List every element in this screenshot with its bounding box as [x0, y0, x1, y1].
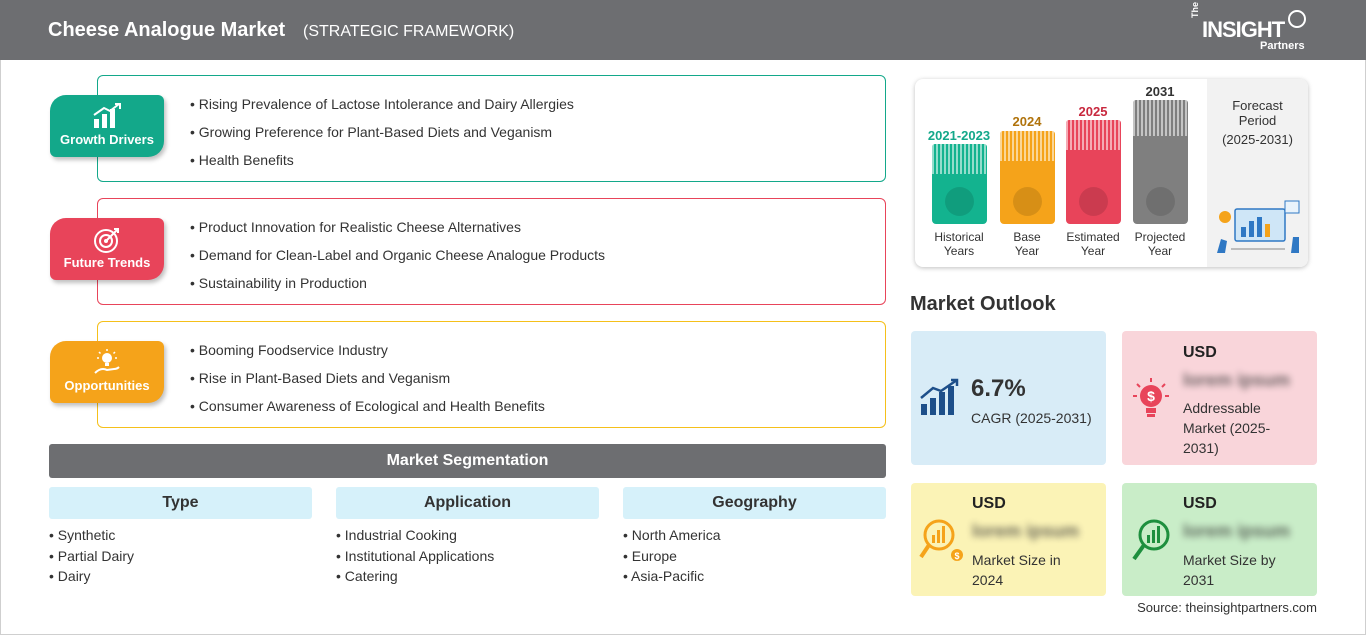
segment-geography-heading: Geography [623, 487, 886, 519]
svg-text:$: $ [954, 551, 959, 561]
market-segmentation-header: Market Segmentation [49, 444, 886, 478]
logo-ring-icon [1288, 10, 1306, 28]
magnifier-growth-icon [1132, 519, 1170, 561]
size2031-usd: USD [1183, 495, 1217, 512]
list-item: Dairy [49, 566, 312, 587]
projected-year-bar [1133, 100, 1188, 224]
size2031-value: lorem ipsum [1183, 521, 1291, 541]
magnifier-chart-icon: $ [919, 519, 963, 561]
list-item: North America [623, 525, 886, 546]
list-item: Industrial Cooking [336, 525, 599, 546]
segment-geography-column: Geography North America Europe Asia-Paci… [623, 487, 886, 587]
source-credit: Source: theinsightpartners.com [1137, 600, 1317, 615]
page-subtitle: (STRATEGIC FRAMEWORK) [303, 23, 515, 40]
future-trends-panel: Product Innovation for Realistic Cheese … [97, 198, 886, 305]
opportunities-label: Opportunities [64, 378, 150, 393]
segment-application-column: Application Industrial Cooking Instituti… [336, 487, 599, 587]
segment-geography-list: North America Europe Asia-Pacific [623, 525, 886, 587]
target-icon [94, 228, 119, 253]
history-icon [945, 187, 974, 216]
list-item: Demand for Clean-Label and Organic Chees… [190, 245, 605, 273]
list-item: Consumer Awareness of Ecological and Hea… [190, 396, 545, 424]
list-item: Product Innovation for Realistic Cheese … [190, 217, 605, 245]
list-item: Health Benefits [190, 150, 574, 178]
segment-type-list: Synthetic Partial Dairy Dairy [49, 525, 312, 587]
gears-icon [1079, 187, 1108, 216]
segment-application-list: Industrial Cooking Institutional Applica… [336, 525, 599, 587]
list-item: Rising Prevalence of Lactose Intolerance… [190, 94, 574, 122]
list-item: Rise in Plant-Based Diets and Veganism [190, 368, 545, 396]
list-item: Partial Dairy [49, 546, 312, 567]
growth-drivers-panel: Rising Prevalence of Lactose Intolerance… [97, 75, 886, 182]
list-item: Sustainability in Production [190, 273, 605, 301]
estimated-year-label: 2025 [1078, 104, 1108, 119]
future-trends-list: Product Innovation for Realistic Cheese … [190, 217, 605, 301]
logo-the-text: The [1190, 1, 1200, 18]
historical-years-bar [932, 144, 987, 224]
header-bar: Cheese Analogue Market (STRATEGIC FRAMEW… [0, 0, 1366, 60]
logo-insight-text: INSIGHT [1202, 17, 1285, 42]
bar-growth-icon [93, 103, 121, 128]
segment-application-heading: Application [336, 487, 599, 519]
presentation-icon [1146, 187, 1175, 216]
projected-year-label: 2031 [1145, 84, 1175, 99]
dollar-bulb-icon: $ [1133, 378, 1169, 417]
list-item: Institutional Applications [336, 546, 599, 567]
opportunities-list: Booming Foodservice Industry Rise in Pla… [190, 340, 545, 424]
svg-text:$: $ [1147, 388, 1155, 404]
opportunities-panel: Booming Foodservice Industry Rise in Pla… [97, 321, 886, 428]
cagr-label: CAGR (2025-2031) [971, 410, 1092, 426]
base-year-label: 2024 [1012, 114, 1042, 129]
market-outlook-title: Market Outlook [910, 293, 1056, 315]
future-trends-label: Future Trends [63, 255, 151, 270]
growth-chart-icon [920, 378, 959, 415]
size2024-usd: USD [972, 495, 1006, 512]
growth-drivers-label: Growth Drivers [60, 132, 154, 147]
opportunities-badge: Opportunities [50, 341, 164, 403]
size2024-value: lorem ipsum [972, 521, 1080, 541]
analytics-illustration-icon [1217, 200, 1300, 253]
segment-type-column: Type Synthetic Partial Dairy Dairy [49, 487, 312, 587]
list-item: Europe [623, 546, 886, 567]
list-item: Growing Preference for Plant-Based Diets… [190, 122, 574, 150]
list-item: Booming Foodservice Industry [190, 340, 545, 368]
base-year-bar [1000, 131, 1055, 224]
segment-type-heading: Type [49, 487, 312, 519]
insight-partners-logo[interactable]: The INSIGHT Partners [1190, 2, 1310, 54]
addressable-usd: USD [1183, 344, 1217, 361]
addressable-value: lorem ipsum [1183, 370, 1291, 390]
list-item: Catering [336, 566, 599, 587]
estimated-year-bar [1066, 120, 1121, 224]
calendar-icon [1013, 187, 1042, 216]
lightbulb-hand-icon [94, 349, 120, 374]
cagr-value: 6.7% [971, 375, 1026, 402]
list-item: Synthetic [49, 525, 312, 546]
list-item: Asia-Pacific [623, 566, 886, 587]
cagr-card: 6.7% CAGR (2025-2031) [911, 331, 1106, 465]
future-trends-badge: Future Trends [50, 218, 164, 280]
growth-drivers-badge: Growth Drivers [50, 95, 164, 157]
logo-partners-text: Partners [1260, 40, 1305, 52]
page-title: Cheese Analogue Market [48, 19, 286, 41]
historical-years-label: 2021-2023 [927, 128, 991, 143]
growth-drivers-list: Rising Prevalence of Lactose Intolerance… [190, 94, 574, 178]
